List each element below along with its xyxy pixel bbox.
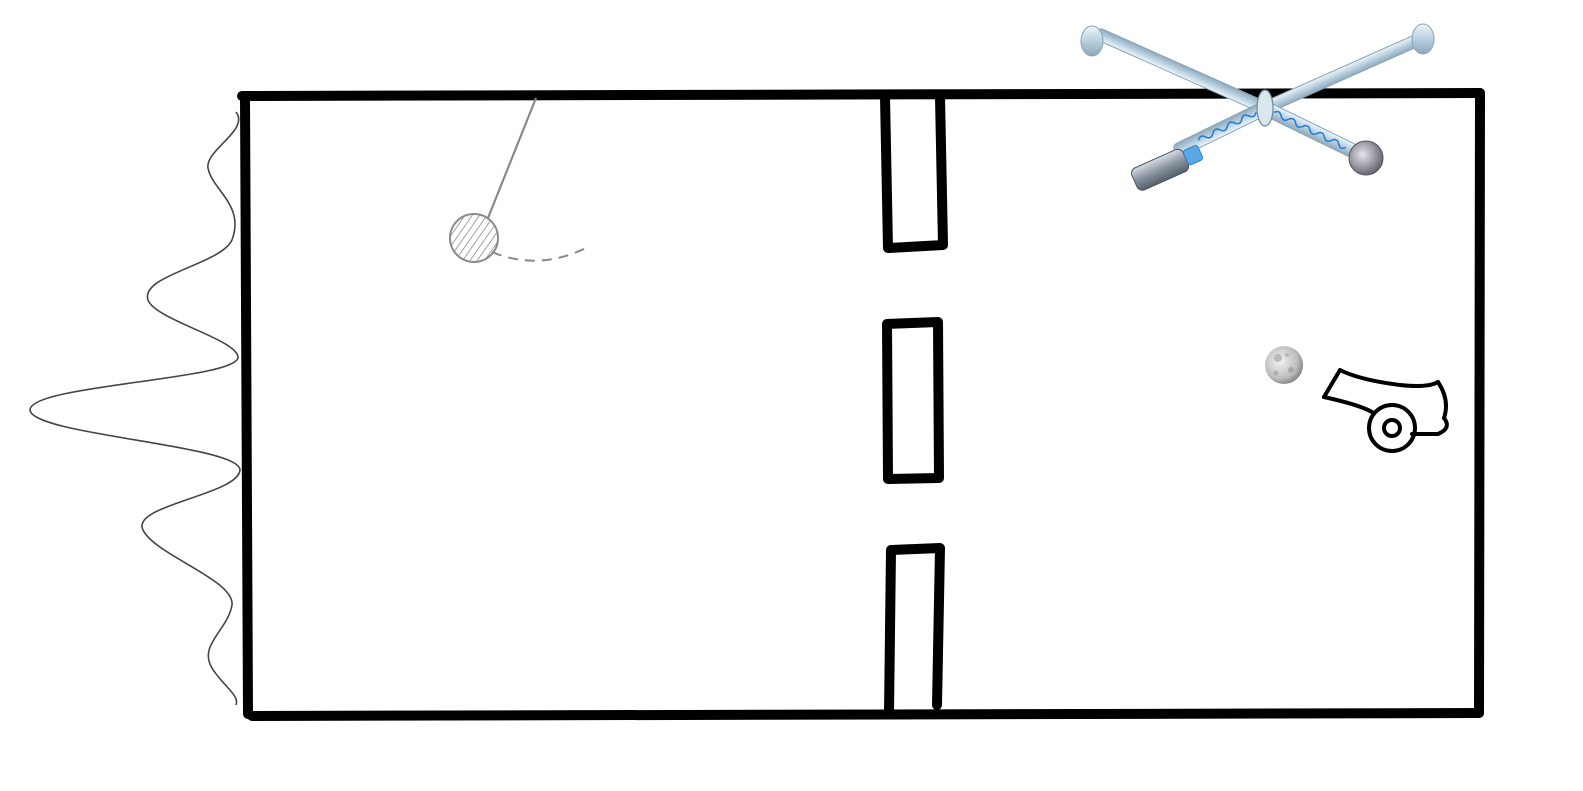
barrier: [885, 97, 943, 713]
interference-pattern: [30, 112, 240, 705]
barrier-segment-middle: [887, 322, 939, 479]
barrier-segment-top: [885, 97, 943, 248]
interferometer-icon: [1081, 24, 1434, 192]
barrier-segment-bottom: [889, 548, 940, 713]
cannon-icon: [1324, 370, 1447, 451]
moon-icon: [1265, 346, 1303, 384]
pendulum-icon: [450, 98, 590, 262]
chamber-outline: [242, 93, 1480, 716]
